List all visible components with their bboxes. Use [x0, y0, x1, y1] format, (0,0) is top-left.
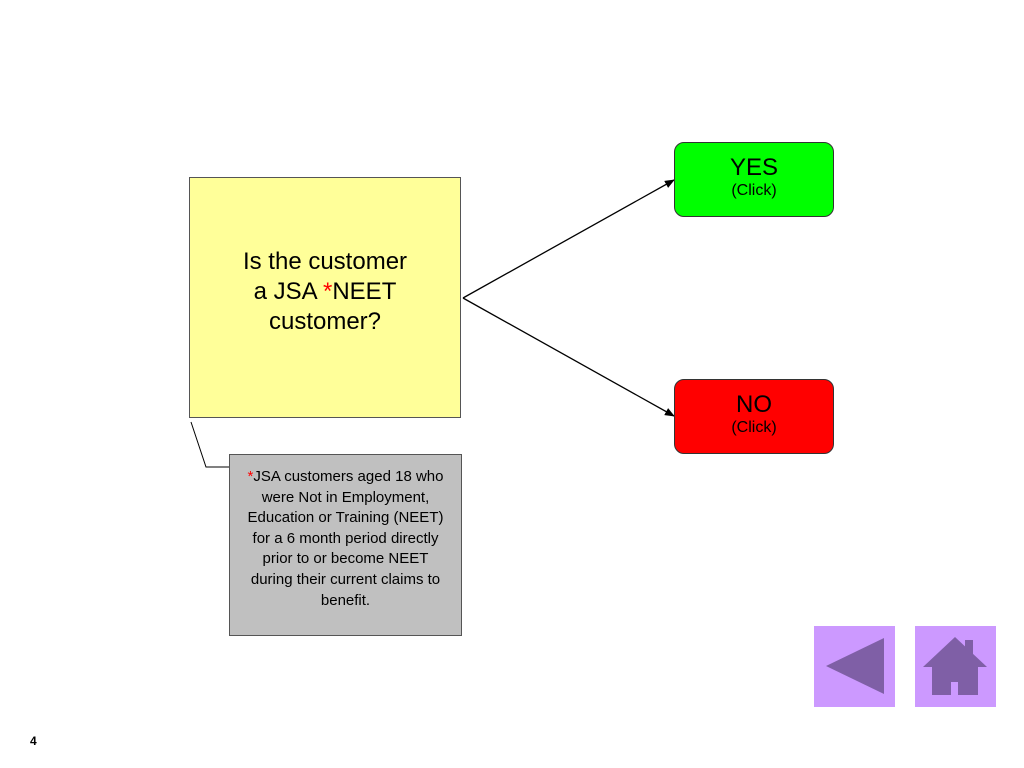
back-button[interactable] [814, 626, 895, 707]
question-line-3: customer? [268, 307, 382, 335]
no-click-hint: (Click) [731, 419, 777, 436]
question-asterisk: * [323, 277, 333, 305]
no-label: NO [736, 391, 772, 418]
note-text: JSA customers aged 18 who were Not in Em… [247, 468, 444, 609]
question-line-1: Is the customer [242, 247, 408, 275]
yes-button[interactable]: YES (Click) [674, 142, 834, 217]
note-callout-line [190, 421, 229, 468]
back-arrow-icon [826, 638, 884, 694]
yes-label: YES [729, 154, 779, 181]
neet-definition-note: *JSA customers aged 18 who were Not in E… [229, 454, 462, 636]
question-text: Is the customer a JSA *NEET customer? [225, 247, 425, 337]
no-button[interactable]: NO (Click) [674, 379, 834, 454]
home-button[interactable] [915, 626, 996, 707]
question-line-2-prefix: a JSA [253, 277, 323, 305]
note-asterisk: * [247, 468, 254, 485]
arrow-to-no [462, 297, 675, 417]
home-icon [923, 637, 987, 695]
question-line-2-suffix: NEET [332, 277, 397, 305]
page-number: 4 [30, 734, 37, 748]
arrow-to-yes [462, 179, 675, 299]
question-box: Is the customer a JSA *NEET customer? [189, 177, 461, 418]
yes-click-hint: (Click) [731, 182, 777, 199]
